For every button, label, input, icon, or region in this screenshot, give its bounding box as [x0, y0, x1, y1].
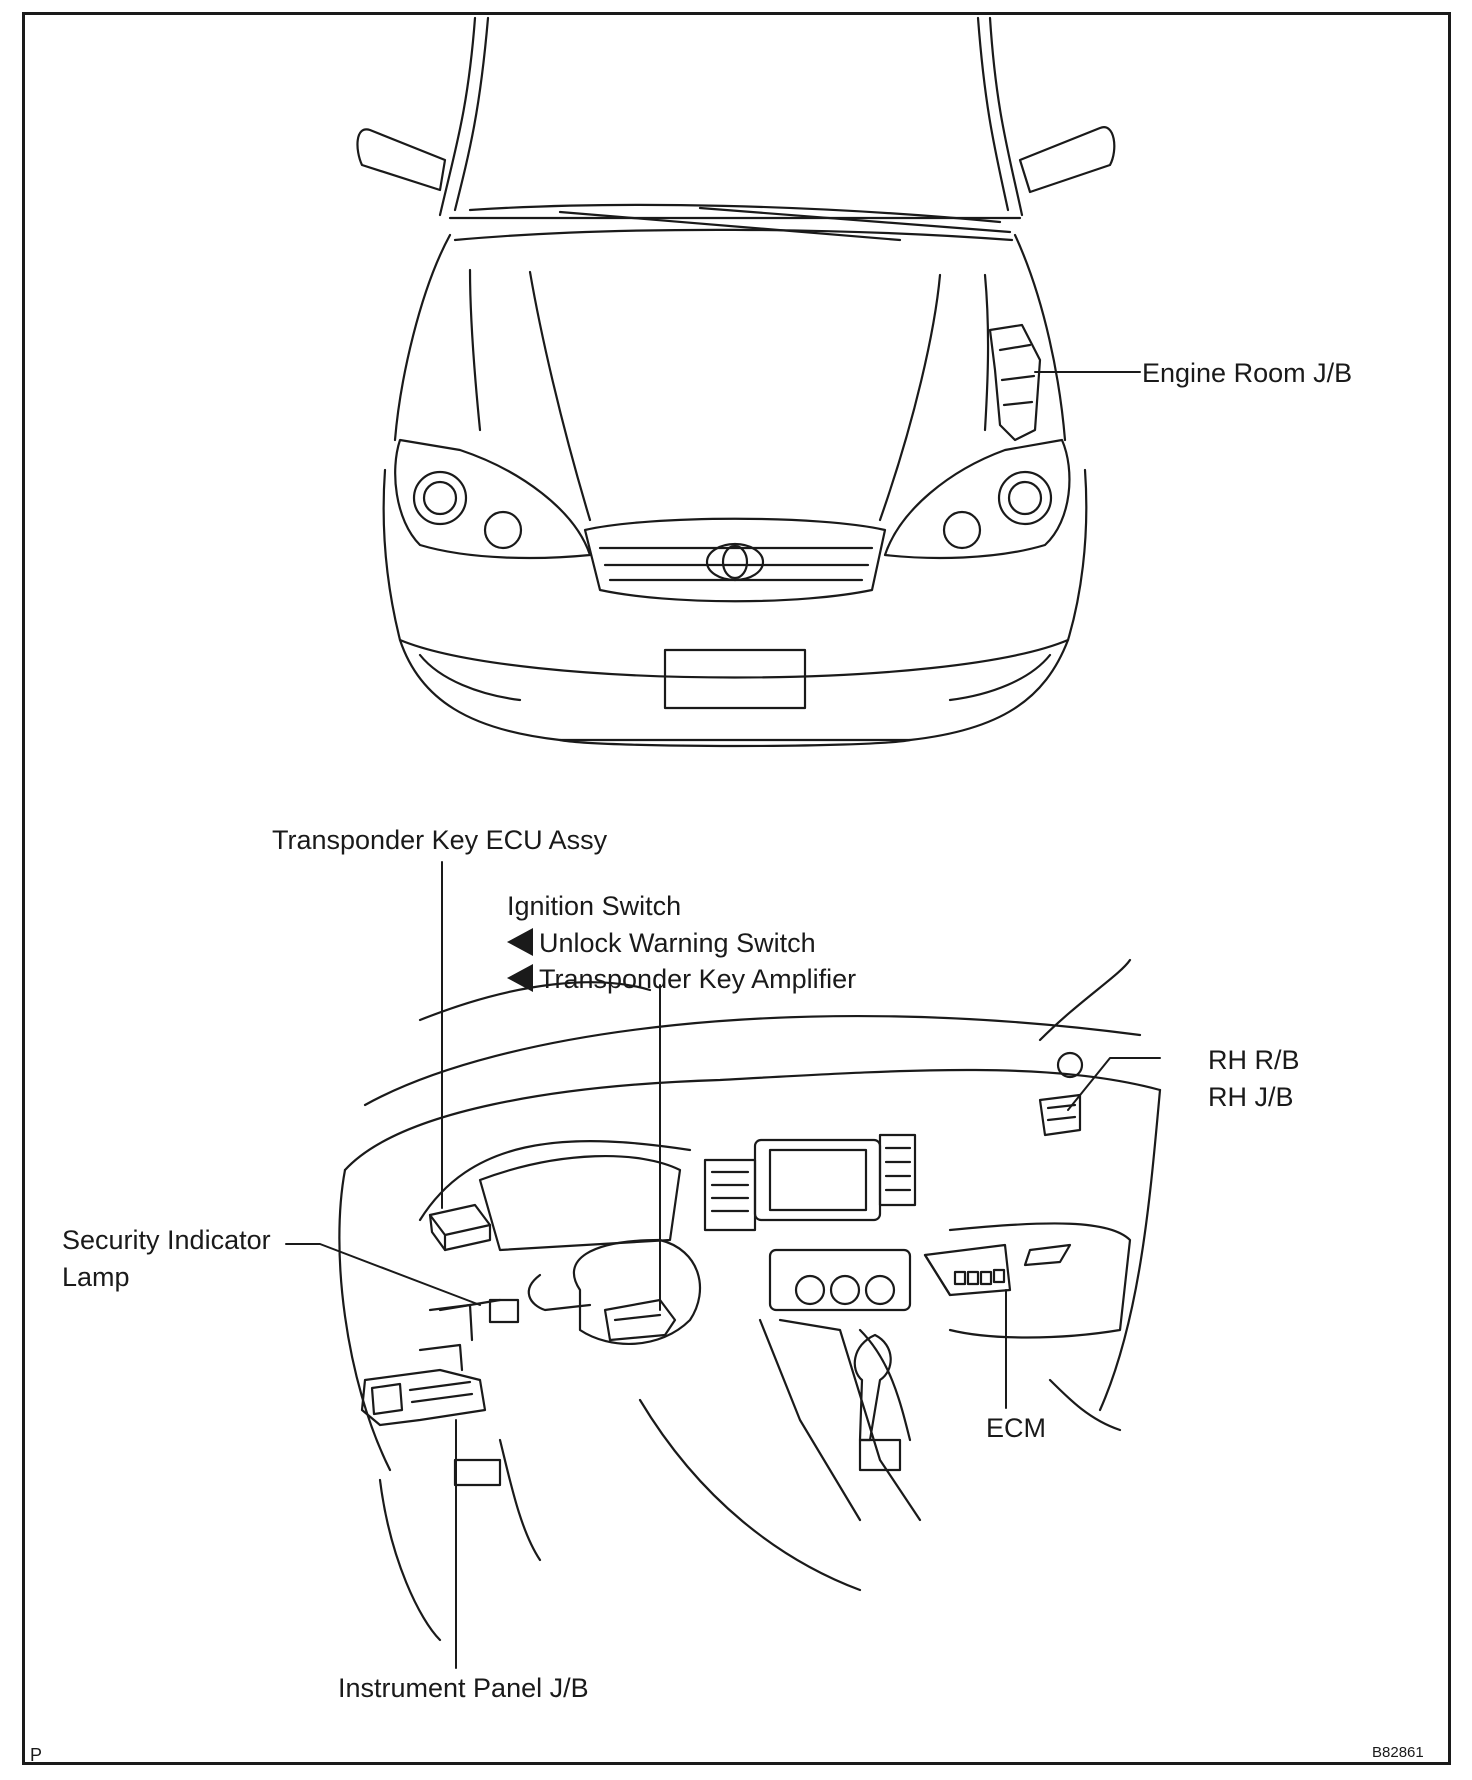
leader-rh-rb — [1067, 1057, 1161, 1111]
callout-engine-room-jb: Engine Room J/B — [1142, 358, 1353, 388]
unlock-warning-switch-label: Unlock Warning Switch — [539, 928, 816, 958]
callout-ignition-switch: Ignition Switch — [507, 891, 682, 921]
figure-frame — [22, 12, 1451, 1765]
callout-transponder-key-amplifier: Transponder Key Amplifier — [507, 961, 856, 997]
engine-room-jb-part — [988, 323, 1042, 442]
callout-transponder-key-ecu: Transponder Key ECU Assy — [272, 825, 608, 855]
corner-mark-p: P — [30, 1745, 43, 1765]
transponder-key-amplifier-label: Transponder Key Amplifier — [539, 964, 857, 994]
callout-rh-jb: RH J/B — [1208, 1082, 1294, 1112]
callout-security-indicator-line2: Lamp — [62, 1262, 130, 1292]
dashboard-view — [338, 958, 1162, 1642]
leader-lines — [285, 371, 1161, 1669]
callout-ecm: ECM — [986, 1413, 1046, 1443]
transponder-key-ecu-part — [428, 1203, 492, 1252]
ecm-part — [923, 1243, 1012, 1297]
callout-unlock-warning-switch: Unlock Warning Switch — [507, 925, 816, 961]
leader-security-indicator — [285, 1243, 481, 1306]
pointer-triangle-icon — [507, 964, 533, 992]
ignition-switch-part — [603, 1298, 677, 1342]
pointer-triangle-icon — [507, 928, 533, 956]
callout-security-indicator-line1: Security Indicator — [62, 1225, 271, 1255]
callout-instrument-panel-jb: Instrument Panel J/B — [338, 1673, 589, 1703]
car-front-view — [356, 16, 1116, 748]
figure-code: B82861 — [1372, 1744, 1424, 1761]
rh-rb-part — [1038, 1051, 1084, 1137]
instrument-panel-jb-part — [360, 1303, 487, 1427]
callout-rh-rb: RH R/B — [1208, 1045, 1300, 1075]
